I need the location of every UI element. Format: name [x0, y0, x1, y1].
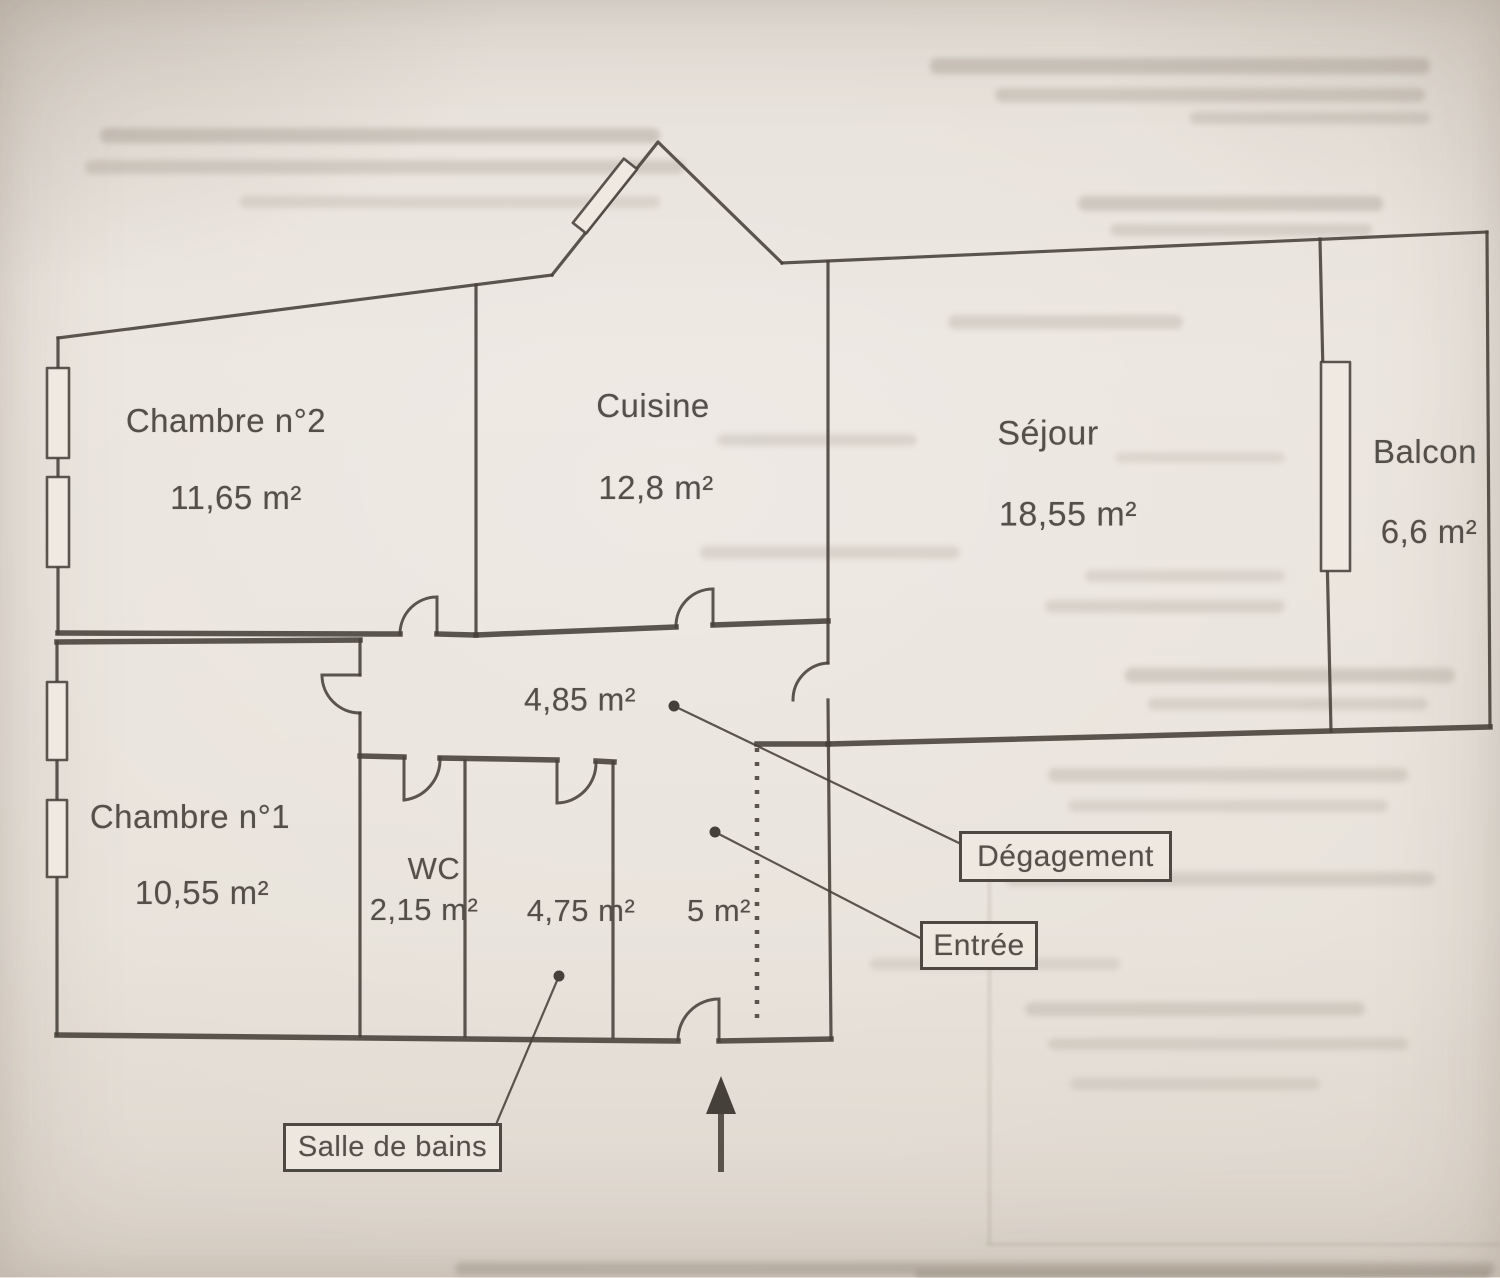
room-label-chambre1-area: 10,55 m² [134, 874, 270, 911]
door-cuisine [674, 587, 715, 629]
room-label-sejour-area: 18,55 m² [998, 495, 1138, 534]
room-label-balcon-area: 6,6 m² [1380, 513, 1478, 550]
window-chambre2-upper [45, 366, 71, 460]
callout-box-degagement: Dégagement [959, 831, 1172, 882]
window-chambre2-lower [45, 475, 71, 569]
wall-cuisine-bottom [473, 618, 831, 638]
callout-leader-lines [495, 704, 961, 1124]
wall-sejour-top [780, 230, 1489, 265]
entrance-arrow-icon [706, 1076, 736, 1172]
room-label-chambre1-name: Chambre n°1 [89, 798, 291, 835]
wall-chambre2-top [56, 273, 554, 340]
door-sdb [555, 759, 598, 805]
leader-degagement [672, 704, 961, 845]
window-symbols [45, 157, 1352, 879]
leader-sdb [495, 974, 561, 1124]
room-label-sdb-area: 4,75 m² [526, 893, 636, 928]
room-label-degagement-area: 4,85 m² [524, 681, 636, 718]
room-label-balcon-name: Balcon [1373, 433, 1477, 470]
room-label-cuisine-name: Cuisine [596, 387, 710, 424]
callout-text-degagement: Dégagement [977, 839, 1154, 873]
wall-hall-bottom [357, 753, 617, 765]
callout-leader-dots [553, 700, 721, 982]
door-entrance [676, 997, 721, 1043]
callout-text-entree: Entrée [933, 928, 1025, 962]
door-symbols [320, 587, 830, 1043]
leader-dot-degagement [668, 700, 680, 712]
callout-box-entree: Entrée [920, 921, 1038, 970]
callout-box-salle-de-bains: Salle de bains [283, 1123, 502, 1172]
leader-entree [713, 830, 922, 940]
window-chambre1-lower [45, 798, 69, 879]
callout-text-salle-de-bains: Salle de bains [297, 1131, 488, 1163]
window-chambre1-upper [45, 680, 69, 762]
room-label-entree-area: 5 m² [687, 893, 751, 928]
walls-thick [54, 618, 1493, 1044]
window-cuisine-diagonal [571, 157, 639, 235]
door-sejour [791, 661, 830, 702]
door-chambre2 [398, 595, 439, 636]
leader-dot-entree [709, 826, 721, 838]
room-label-chambre2-area: 11,65 m² [170, 479, 302, 516]
wall-right-outer [1485, 230, 1492, 729]
room-label-sejour-name: Séjour [997, 414, 1099, 453]
wall-chambre1-top [54, 637, 363, 645]
wall-chambre2-bottom [55, 630, 479, 638]
room-label-chambre2-name: Chambre n°2 [125, 402, 327, 439]
wall-bottom-outer [54, 1032, 834, 1044]
door-wc [402, 756, 442, 802]
walls-thin [55, 140, 1492, 1041]
room-label-cuisine-area: 12,8 m² [598, 469, 714, 506]
room-label-wc-name: WC [407, 851, 461, 886]
window-balcon-door [1319, 360, 1352, 573]
wall-entree-right [826, 698, 833, 1041]
wall-sejour-balcon-bottom [825, 724, 1493, 747]
door-chambre1 [320, 673, 362, 715]
room-label-wc-area: 2,15 m² [369, 892, 479, 927]
leader-dot-sdb [553, 970, 565, 982]
